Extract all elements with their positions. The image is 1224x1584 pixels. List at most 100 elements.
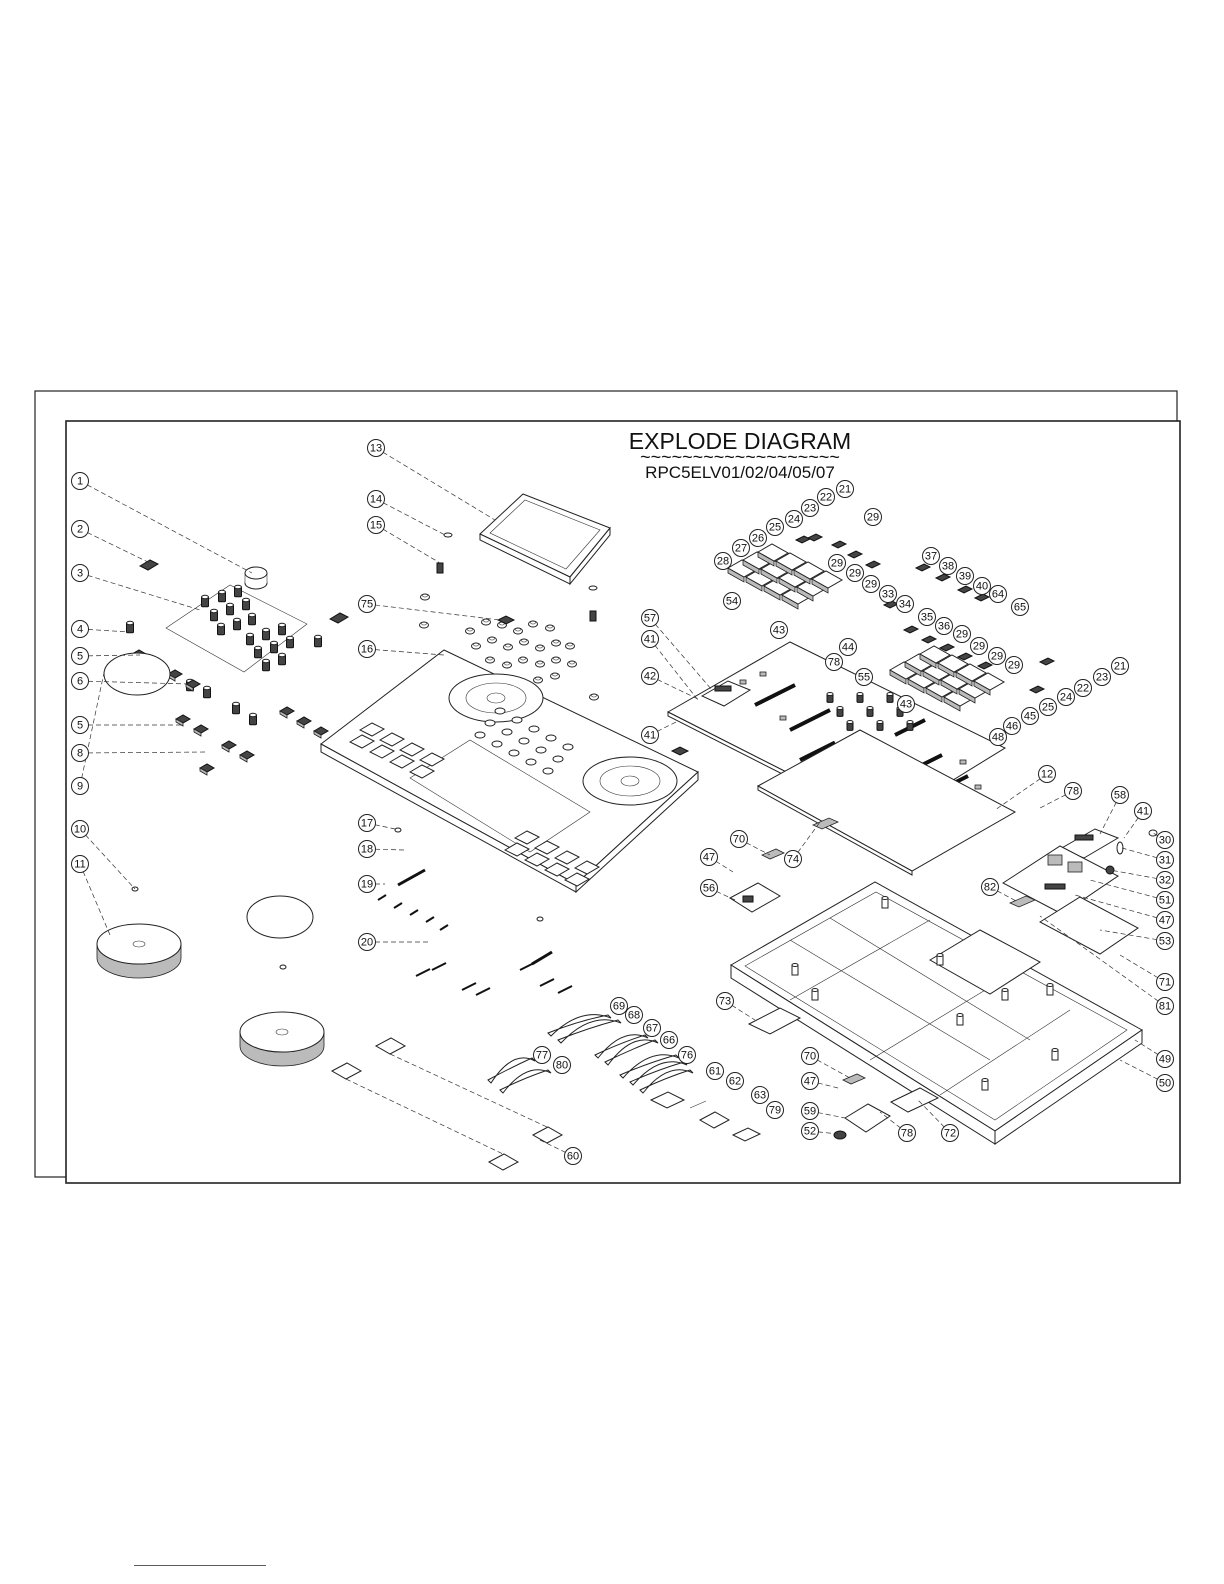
callout-label: 29	[831, 558, 843, 570]
callout-label: 81	[1159, 1001, 1171, 1013]
leader-c6	[79, 680, 191, 685]
callout-label: 4	[77, 624, 83, 636]
callout-label: 24	[788, 514, 800, 526]
part-jog-wheels	[96, 923, 325, 1067]
callout-49: 49	[1156, 1050, 1174, 1068]
callout-41: 41	[641, 630, 659, 648]
callout-label: 2	[77, 524, 83, 536]
callout-19: 19	[358, 875, 376, 893]
callout-5: 5	[71, 716, 89, 734]
callout-42: 42	[641, 667, 659, 685]
callout-label: 43	[773, 625, 785, 637]
leader-c5a	[79, 654, 141, 657]
callout-label: 6	[77, 676, 83, 688]
callout-label: 5	[77, 651, 83, 663]
leader-c8	[79, 751, 206, 754]
callout-17: 17	[358, 814, 376, 832]
part-bracket-75	[496, 615, 690, 756]
callout-label: 32	[1159, 875, 1171, 887]
callout-label: 27	[735, 543, 747, 555]
part-washer	[131, 886, 287, 970]
leader-c82	[989, 886, 1019, 903]
callout-13: 13	[367, 439, 385, 457]
part-brackets	[729, 882, 891, 1140]
callout-68: 68	[625, 1006, 643, 1024]
callout-45: 45	[1021, 707, 1039, 725]
callout-label: 29	[865, 579, 877, 591]
callout-label: 29	[956, 629, 968, 641]
callout-28: 28	[714, 552, 732, 570]
callout-70: 70	[730, 830, 748, 848]
callout-11: 11	[71, 855, 89, 873]
leader-c13	[375, 447, 496, 521]
leader-c53	[1099, 929, 1166, 942]
callout-25: 25	[766, 518, 784, 536]
callout-label: 62	[729, 1076, 741, 1088]
callout-label: 47	[804, 1076, 816, 1088]
leader-c73	[724, 1000, 756, 1021]
callout-51: 51	[1156, 891, 1174, 909]
callout-label: 55	[858, 672, 870, 684]
callout-label: 9	[77, 781, 83, 793]
callout-15: 15	[367, 516, 385, 534]
callout-label: 39	[959, 571, 971, 583]
callout-label: 78	[828, 657, 840, 669]
callout-3: 3	[71, 564, 89, 582]
leader-c81	[1039, 915, 1166, 1007]
callout-label: 28	[717, 556, 729, 568]
callout-label: 43	[900, 699, 912, 711]
callout-4: 4	[71, 620, 89, 638]
callout-43: 43	[770, 621, 788, 639]
callout-64: 64	[989, 585, 1007, 603]
callout-label: 44	[842, 642, 854, 654]
callout-label: 48	[992, 732, 1004, 744]
part-display-screen	[479, 493, 611, 586]
callout-36: 36	[935, 617, 953, 635]
callout-59: 59	[801, 1102, 819, 1120]
callout-label: 22	[1077, 683, 1089, 695]
leader-c51	[1089, 879, 1166, 901]
part-knob-cluster	[165, 584, 308, 673]
callout-label: 78	[901, 1128, 913, 1140]
callout-label: 23	[804, 503, 816, 515]
callout-label: 25	[769, 522, 781, 534]
part-faders	[377, 827, 573, 996]
callout-label: 64	[992, 589, 1004, 601]
callout-29: 29	[988, 647, 1006, 665]
callout-79: 79	[766, 1101, 784, 1119]
callout-label: 72	[944, 1128, 956, 1140]
callout-29: 29	[970, 637, 988, 655]
title-tilde-rule: ~~~~~~~~~~~~~~~~~~~	[640, 447, 840, 467]
callout-label: 17	[361, 818, 373, 830]
callout-label: 35	[921, 612, 933, 624]
leader-c9	[79, 667, 106, 787]
part-small-labels	[649, 1091, 762, 1142]
leader-c42	[649, 675, 701, 701]
callout-41: 41	[641, 726, 659, 744]
part-rear-pcb	[1002, 845, 1139, 955]
callout-23: 23	[801, 499, 819, 517]
callout-label: 29	[973, 641, 985, 653]
callout-label: 56	[703, 883, 715, 895]
model-number: RPC5ELV01/02/04/05/07	[645, 463, 835, 482]
callout-33: 33	[879, 585, 897, 603]
callout-6: 6	[71, 672, 89, 690]
callout-29: 29	[862, 575, 880, 593]
callout-label: 18	[361, 844, 373, 856]
callout-82: 82	[981, 878, 999, 896]
callout-67: 67	[643, 1019, 661, 1037]
callout-label: 16	[361, 644, 373, 656]
callout-label: 66	[663, 1035, 675, 1047]
leader-c41c	[1123, 810, 1144, 839]
callout-label: 41	[644, 730, 656, 742]
callout-31: 31	[1156, 851, 1174, 869]
callout-label: 34	[899, 599, 911, 611]
callout-74: 74	[784, 850, 802, 868]
part-rubber-pads-60	[330, 1037, 564, 1171]
callout-label: 13	[370, 443, 382, 455]
callout-63: 63	[751, 1086, 769, 1104]
callout-label: 33	[882, 589, 894, 601]
callout-47: 47	[801, 1072, 819, 1090]
callout-label: 21	[839, 484, 851, 496]
